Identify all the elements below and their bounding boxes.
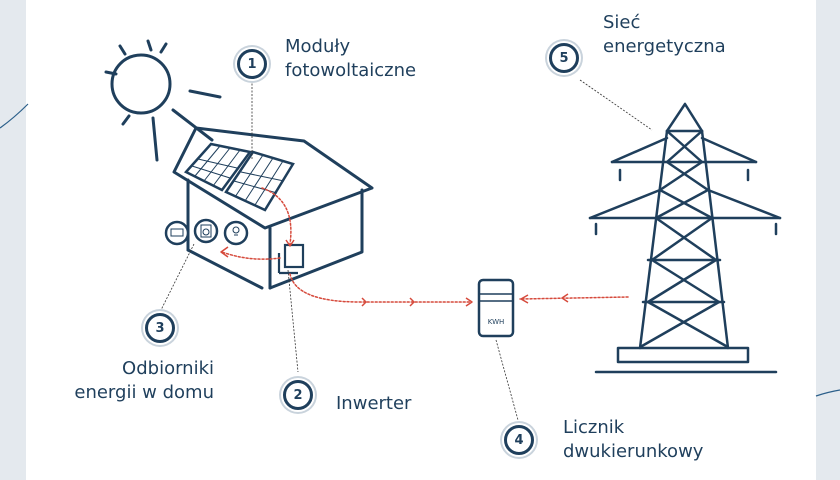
label-home-appliances: Odbiorniki energii w domu [74, 358, 214, 403]
bg-arc-right [815, 389, 840, 397]
leader-lines [159, 79, 653, 421]
energy-meter-icon: KWH [477, 278, 515, 338]
diagram-card [26, 0, 816, 480]
badge-home-appliances: 3 [145, 313, 175, 343]
label-pv-modules: Moduły fotowoltaiczne [285, 36, 417, 81]
meter-display: KWH [488, 318, 505, 326]
appliance-tv-icon [164, 220, 190, 246]
house-icon [172, 126, 374, 290]
badge-bidirectional-meter: 4 [504, 425, 534, 455]
appliance-washer-icon [193, 218, 219, 244]
solar-panels-icon [183, 142, 295, 212]
badge-power-grid: 5 [549, 43, 579, 73]
appliance-icons [164, 218, 249, 246]
label-bidirectional-meter: Licznik dwukierunkowy [563, 417, 704, 462]
inverter-icon [277, 243, 305, 275]
label-inverter: Inwerter [336, 393, 412, 414]
badge-pv-modules: 1 [237, 49, 267, 79]
label-power-grid: Sieć energetyczna [603, 12, 726, 57]
flow-arrowheads [220, 239, 569, 307]
sun-icon [104, 39, 222, 162]
power-tower-icon [588, 102, 782, 374]
badge-inverter: 2 [283, 380, 313, 410]
bg-arc-left [0, 103, 29, 129]
energy-flow-arrows [221, 187, 629, 303]
